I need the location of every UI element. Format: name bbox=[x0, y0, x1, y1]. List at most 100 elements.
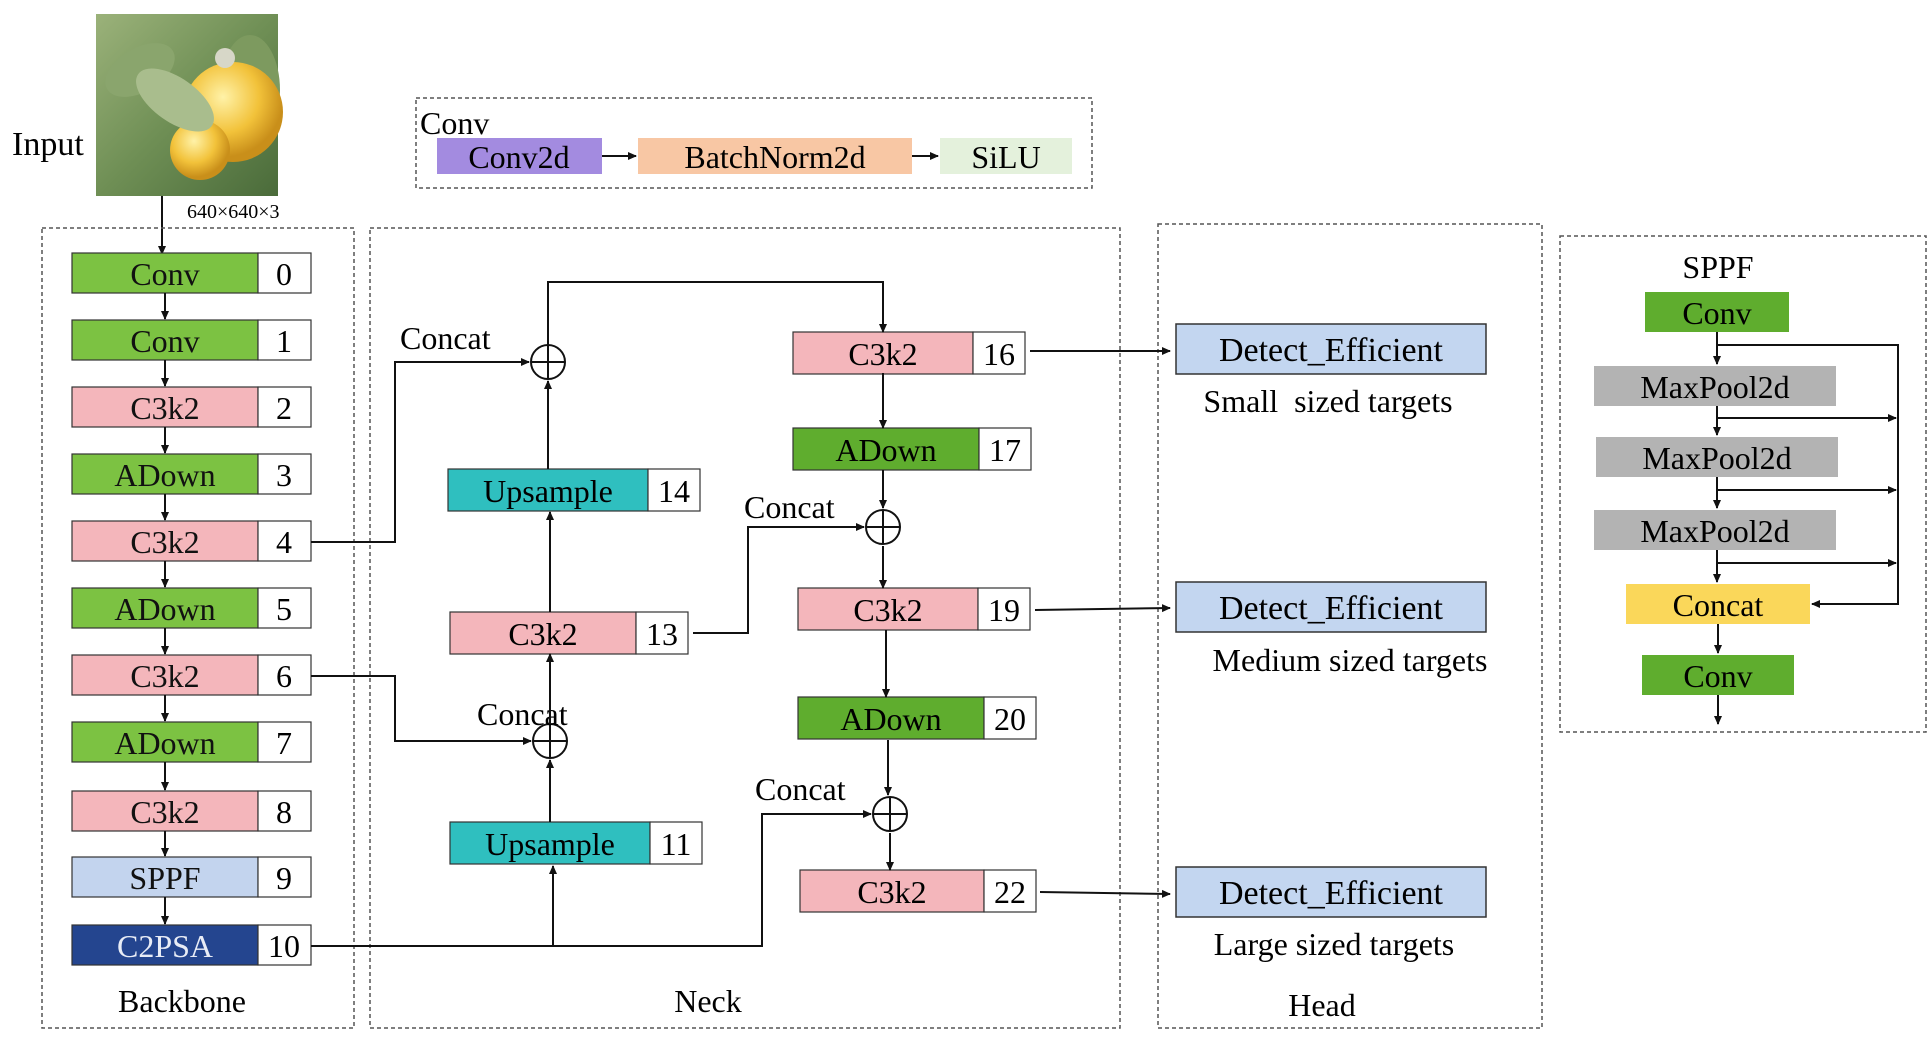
link-concat-a-c16 bbox=[547, 281, 887, 345]
backbone-layer-label: ADown bbox=[114, 457, 215, 493]
input-label: Input bbox=[12, 126, 84, 163]
backbone-index-label: 1 bbox=[276, 323, 292, 359]
connections bbox=[311, 281, 1171, 947]
neck-block-label: C3k2 bbox=[853, 592, 922, 628]
detect-medium-block bbox=[1175, 581, 1487, 633]
sppf-conv-bottom-label: Conv bbox=[1683, 658, 1752, 694]
sppf-detail: SPPF Conv MaxPool2d MaxPool2d MaxPool2d … bbox=[1594, 249, 1899, 725]
backbone-layer-block bbox=[71, 587, 259, 629]
neck-index-label: 14 bbox=[658, 473, 690, 509]
neck-index-label: 20 bbox=[994, 701, 1026, 737]
detect-small-caption: Small sized targets bbox=[1203, 383, 1452, 419]
neck-block-body bbox=[792, 427, 980, 471]
backbone-index-label: 2 bbox=[276, 390, 292, 426]
backbone-index-box bbox=[257, 790, 312, 832]
neck-block-label: C3k2 bbox=[508, 616, 577, 652]
neck-index-box bbox=[978, 427, 1032, 471]
sppf-conv-top-label: Conv bbox=[1682, 295, 1751, 331]
neck-block-13: C3k2 13 bbox=[449, 611, 689, 655]
backbone-layer-label: C2PSA bbox=[117, 928, 213, 964]
backbone-layer-block bbox=[71, 252, 259, 294]
link-c22-detect-large bbox=[1039, 889, 1171, 898]
concat-label-a: Concat bbox=[400, 320, 491, 356]
backbone-index-box bbox=[257, 386, 312, 428]
conv2d-block bbox=[437, 138, 602, 174]
concat-node-d bbox=[872, 796, 908, 832]
backbone-layer-label: C3k2 bbox=[130, 794, 199, 830]
backbone-layer-label: ADown bbox=[114, 591, 215, 627]
neck-frame bbox=[369, 227, 1121, 1029]
backbone-index-box bbox=[257, 924, 312, 966]
backbone-layer-label: C3k2 bbox=[130, 390, 199, 426]
backbone-layer-block bbox=[71, 856, 259, 898]
concat-label-c: Concat bbox=[744, 489, 835, 525]
neck-index-label: 17 bbox=[989, 432, 1021, 468]
backbone-index-box bbox=[257, 587, 312, 629]
detect-medium-label: Detect_Efficient bbox=[1219, 590, 1444, 627]
backbone-layer-block bbox=[71, 654, 259, 696]
link-4-concat-a bbox=[311, 358, 530, 543]
neck-index-label: 13 bbox=[646, 616, 678, 652]
head-title: Head bbox=[1288, 987, 1356, 1023]
concat-label-d: Concat bbox=[755, 771, 846, 807]
neck-block-body bbox=[447, 468, 649, 512]
input-size-label: 640×640×3 bbox=[187, 201, 280, 223]
head-frame bbox=[1157, 223, 1543, 1029]
sppf-maxpool-1 bbox=[1594, 366, 1836, 406]
backbone-index-label: 3 bbox=[276, 457, 292, 493]
backbone-layer-3: ADown 3 bbox=[71, 453, 312, 521]
sppf-conv-bottom bbox=[1642, 655, 1794, 695]
backbone-layer-label: Conv bbox=[130, 256, 199, 292]
backbone-index-label: 0 bbox=[276, 256, 292, 292]
backbone-index-label: 6 bbox=[276, 658, 292, 694]
neck-index-box bbox=[983, 869, 1037, 913]
neck-block-19: C3k2 19 bbox=[797, 587, 1031, 631]
conv-legend: Conv Conv2d BatchNorm2d SiLU bbox=[415, 97, 1093, 189]
backbone-index-label: 10 bbox=[268, 928, 300, 964]
neck-index-box bbox=[647, 468, 701, 512]
neck-block-label: C3k2 bbox=[857, 874, 926, 910]
neck-index-label: 19 bbox=[988, 592, 1020, 628]
backbone-layer-block bbox=[71, 520, 259, 562]
detect-small-block bbox=[1175, 323, 1487, 375]
backbone-layer-10: C2PSA 10 bbox=[71, 924, 312, 966]
silu-label: SiLU bbox=[971, 139, 1040, 175]
sppf-maxpool-2-label: MaxPool2d bbox=[1642, 440, 1791, 476]
backbone-layer-block bbox=[71, 721, 259, 763]
link-6-concat-b bbox=[311, 675, 532, 745]
link-10-concat-d bbox=[311, 810, 872, 947]
neck-index-label: 11 bbox=[661, 826, 692, 862]
backbone-index-box bbox=[257, 520, 312, 562]
link-c19-detect-medium bbox=[1034, 604, 1171, 613]
neck-title: Neck bbox=[674, 983, 742, 1019]
neck-block-label: Upsample bbox=[485, 826, 615, 862]
neck-index-box bbox=[977, 587, 1031, 631]
neck-block-body bbox=[797, 587, 979, 631]
neck-index-label: 22 bbox=[994, 874, 1026, 910]
backbone-layer-block bbox=[71, 924, 259, 966]
neck-index-box bbox=[635, 611, 689, 655]
neck-block-body bbox=[449, 821, 651, 865]
sppf-connections bbox=[1713, 332, 1899, 725]
link-c13-concat-c bbox=[693, 523, 865, 634]
backbone-index-label: 5 bbox=[276, 591, 292, 627]
sppf-concat bbox=[1626, 584, 1810, 624]
neck-block-body bbox=[449, 611, 637, 655]
backbone-layer-5: ADown 5 bbox=[71, 587, 312, 655]
detect-small-label: Detect_Efficient bbox=[1219, 332, 1444, 369]
batchnorm-block bbox=[638, 138, 912, 174]
input-image bbox=[96, 14, 283, 196]
neck-index-box bbox=[649, 821, 703, 865]
neck-block-22: C3k2 22 bbox=[799, 869, 1037, 913]
detect-medium-caption: Medium sized targets bbox=[1213, 642, 1488, 678]
backbone-layer-label: SPPF bbox=[129, 860, 200, 896]
conv2d-label: Conv2d bbox=[468, 139, 569, 175]
